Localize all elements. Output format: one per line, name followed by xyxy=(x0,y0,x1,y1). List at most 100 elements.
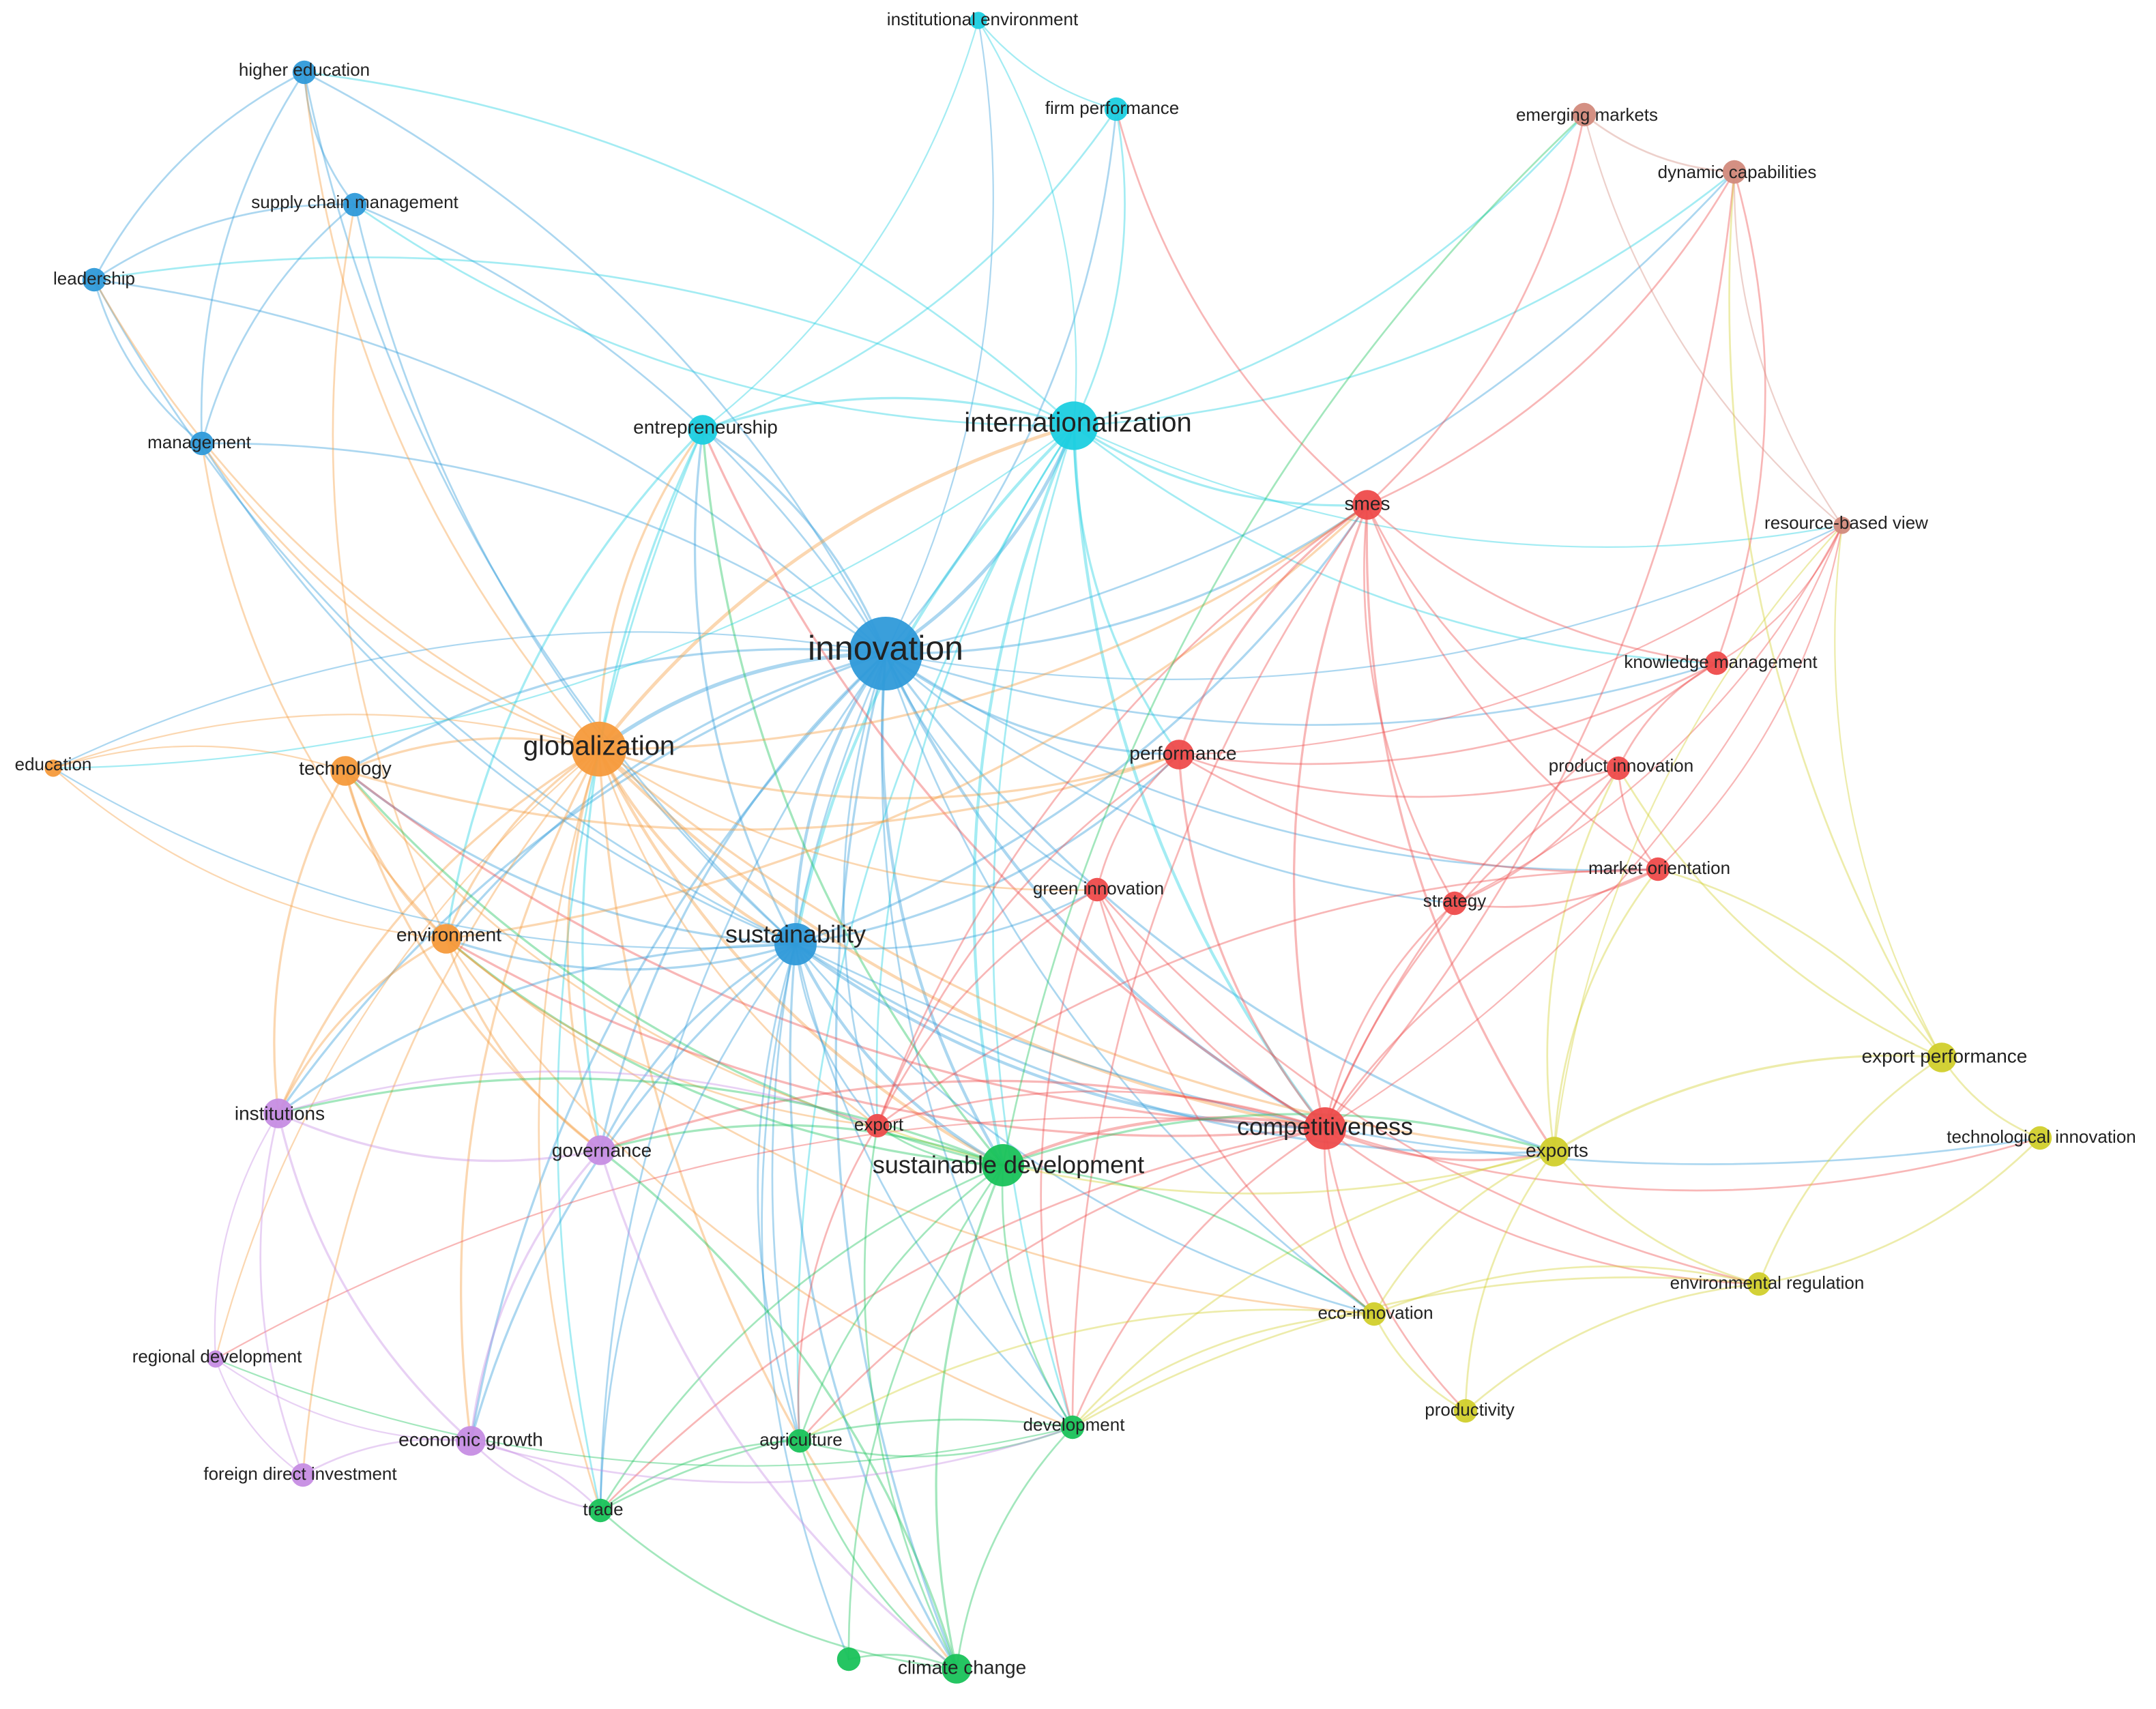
edge-innovation-performance xyxy=(884,652,1180,756)
edge-smes-product-innovation xyxy=(1366,503,1620,770)
node-exports[interactable] xyxy=(1539,1137,1569,1167)
edge-sustainability-green-innovation xyxy=(794,888,1098,950)
node-entrepreneurship[interactable] xyxy=(688,415,718,445)
edge-strategy-resource-based-view xyxy=(1453,524,1844,905)
edge-technology-competitiveness xyxy=(344,770,1326,1130)
label-strategy: strategy xyxy=(1423,890,1487,911)
edge-institutions-foreign-direct-investment xyxy=(259,1112,304,1476)
edge-dynamic-capabilities-resource-based-view xyxy=(1733,171,1844,527)
edge-innovation-supply-chain-management xyxy=(353,203,887,655)
edge-governance-climate-change xyxy=(599,1149,958,1670)
node-knowledge-management[interactable] xyxy=(1704,651,1729,675)
node-emerging-markets[interactable] xyxy=(1572,102,1597,127)
node-institutional-environment[interactable] xyxy=(970,12,987,29)
edge-globalization-governance xyxy=(566,748,602,1152)
node-management[interactable] xyxy=(190,431,214,456)
edge-internationalization-performance xyxy=(1073,424,1180,756)
node-productivity[interactable] xyxy=(1453,1399,1478,1423)
edge-smes-dynamic-capabilities xyxy=(1366,171,1736,506)
node-product-innovation[interactable] xyxy=(1606,756,1631,780)
node-sustainability[interactable] xyxy=(774,923,817,965)
edge-competitiveness-exports xyxy=(1324,1127,1556,1162)
node-foreign-direct-investment[interactable] xyxy=(291,1463,315,1487)
label-emerging-markets: emerging markets xyxy=(1516,104,1658,125)
edge-eco-innovation-sustainable-development xyxy=(1002,1164,1375,1315)
node-technological-innovation[interactable] xyxy=(2028,1126,2052,1150)
edge-environment-development xyxy=(445,937,1074,1429)
node-firm-performance[interactable] xyxy=(1104,97,1128,121)
node-globalization[interactable] xyxy=(571,721,627,777)
node-export[interactable] xyxy=(865,1113,890,1138)
edge-sustainable-development-unlabeled-green xyxy=(847,1164,1004,1661)
node-eco-innovation[interactable] xyxy=(1362,1302,1386,1326)
edge-smes-knowledge-management xyxy=(1366,503,1718,664)
label-development: development xyxy=(1023,1414,1126,1435)
node-green-innovation[interactable] xyxy=(1085,877,1109,902)
edge-competitiveness-productivity xyxy=(1324,1127,1467,1412)
edge-supply-chain-management-environment xyxy=(332,203,448,940)
edge-competitiveness-dynamic-capabilities xyxy=(1324,171,1736,1130)
label-governance: governance xyxy=(552,1139,652,1160)
edge-economic-growth-development xyxy=(469,1426,1074,1484)
edge-higher-education-globalization xyxy=(303,71,600,750)
edge-education-environment xyxy=(52,767,448,940)
node-dynamic-capabilities[interactable] xyxy=(1722,160,1747,184)
edge-performance-competitiveness xyxy=(1178,753,1326,1130)
node-environment[interactable] xyxy=(431,924,461,954)
node-market-orientation[interactable] xyxy=(1646,857,1670,881)
node-internationalization[interactable] xyxy=(1049,401,1098,450)
node-competitiveness[interactable] xyxy=(1304,1107,1346,1150)
edge-emerging-markets-sustainable-development xyxy=(1002,113,1586,1167)
edge-smes-strategy xyxy=(1363,503,1456,905)
node-supply-chain-management[interactable] xyxy=(343,192,367,217)
edge-performance-knowledge-management xyxy=(1178,662,1718,765)
edge-export-exports xyxy=(876,1124,1556,1195)
node-leadership[interactable] xyxy=(82,267,106,292)
edge-internationalization-agriculture xyxy=(796,424,1075,1442)
node-higher-education[interactable] xyxy=(292,60,317,85)
node-strategy[interactable] xyxy=(1442,891,1467,916)
edge-sustainability-smes xyxy=(794,503,1369,946)
edge-innovation-resource-based-view xyxy=(884,524,1844,680)
node-climate-change[interactable] xyxy=(942,1654,972,1684)
node-governance[interactable] xyxy=(585,1135,615,1165)
edge-innovation-globalization xyxy=(597,652,888,751)
node-innovation[interactable] xyxy=(849,617,922,690)
edge-exports-productivity xyxy=(1464,1150,1556,1412)
edge-internationalization-resource-based-view xyxy=(1073,424,1844,548)
node-sustainable-development[interactable] xyxy=(982,1144,1024,1186)
node-trade[interactable] xyxy=(588,1498,613,1523)
edge-exports-eco-innovation xyxy=(1373,1150,1556,1315)
label-environment: environment xyxy=(396,924,501,945)
edge-education-sustainability xyxy=(52,767,797,949)
node-unlabeled-green[interactable] xyxy=(836,1647,861,1671)
label-export-performance: export performance xyxy=(1862,1045,2028,1066)
node-performance[interactable] xyxy=(1164,740,1194,770)
edge-green-innovation-competitiveness xyxy=(1096,888,1326,1130)
edge-innovation-management xyxy=(201,442,887,655)
label-competitiveness: competitiveness xyxy=(1237,1113,1413,1141)
edge-sustainable-development-agriculture xyxy=(798,1164,1004,1442)
edge-internationalization-export xyxy=(875,424,1075,1127)
node-development[interactable] xyxy=(1060,1415,1085,1440)
edge-smes-emerging-markets xyxy=(1366,113,1586,506)
node-agriculture[interactable] xyxy=(787,1429,812,1453)
edge-sustainable-development-trade xyxy=(599,1164,1004,1512)
node-export-performance[interactable] xyxy=(1927,1042,1957,1072)
node-institutions[interactable] xyxy=(263,1098,293,1128)
node-education[interactable] xyxy=(44,759,62,777)
node-technology[interactable] xyxy=(330,756,360,786)
edge-strategy-competitiveness xyxy=(1324,902,1456,1130)
edge-internationalization-dynamic-capabilities xyxy=(1073,171,1736,427)
node-regional-development[interactable] xyxy=(207,1350,224,1368)
edge-product-innovation-market-orientation xyxy=(1617,767,1659,871)
label-export: export xyxy=(854,1114,904,1135)
node-smes[interactable] xyxy=(1352,490,1382,520)
edge-supply-chain-management-management xyxy=(201,203,356,445)
edge-smes-market-orientation xyxy=(1366,503,1659,871)
node-resource-based-view[interactable] xyxy=(1833,516,1851,534)
node-economic-growth[interactable] xyxy=(456,1426,486,1456)
edge-trade-economic-growth xyxy=(469,1440,602,1512)
edge-export-performance-market-orientation xyxy=(1657,868,1943,1059)
node-environmental-regulation[interactable] xyxy=(1747,1272,1771,1296)
